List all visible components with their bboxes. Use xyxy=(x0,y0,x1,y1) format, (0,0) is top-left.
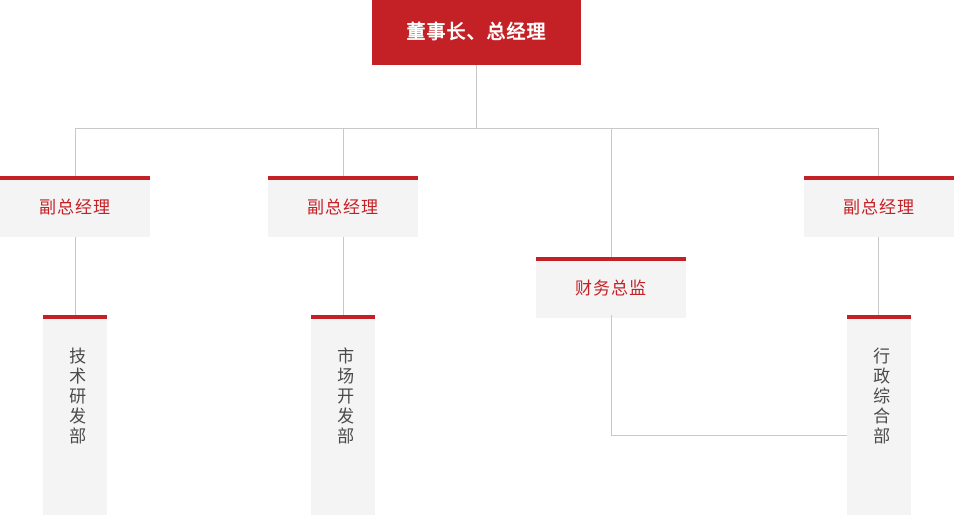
node-administrative-department[interactable]: 行政综合部 xyxy=(847,315,911,515)
connector-stem-deputy-3-to-dept xyxy=(878,237,879,315)
connector-stem-deputy-1-to-dept xyxy=(75,237,76,315)
node-financial-director-label: 财务总监 xyxy=(575,279,647,299)
node-deputy-general-manager-3[interactable]: 副总经理 xyxy=(804,176,954,237)
node-financial-director[interactable]: 财务总监 xyxy=(536,257,686,318)
node-administrative-department-label: 行政综合部 xyxy=(869,347,890,447)
connector-financial-director-to-admin-dept xyxy=(611,435,850,436)
node-technology-rnd-department[interactable]: 技术研发部 xyxy=(43,315,107,515)
node-chairman-general-manager-label: 董事长、总经理 xyxy=(406,21,547,43)
connector-top-stem xyxy=(476,65,477,128)
connector-drop-branch-4 xyxy=(878,128,879,176)
connector-drop-branch-3 xyxy=(611,128,612,257)
node-technology-rnd-department-label: 技术研发部 xyxy=(65,347,86,447)
node-deputy-general-manager-2-label: 副总经理 xyxy=(307,198,379,218)
node-deputy-general-manager-2[interactable]: 副总经理 xyxy=(268,176,418,237)
node-deputy-general-manager-1-label: 副总经理 xyxy=(39,198,111,218)
node-chairman-general-manager[interactable]: 董事长、总经理 xyxy=(372,0,581,65)
node-market-development-department-label: 市场开发部 xyxy=(333,347,354,447)
node-deputy-general-manager-3-label: 副总经理 xyxy=(843,198,915,218)
connector-financial-director-stem xyxy=(611,315,612,436)
node-market-development-department[interactable]: 市场开发部 xyxy=(311,315,375,515)
connector-stem-deputy-2-to-dept xyxy=(343,237,344,315)
connector-horizontal-bus xyxy=(75,128,879,129)
connector-drop-branch-2 xyxy=(343,128,344,176)
node-deputy-general-manager-1[interactable]: 副总经理 xyxy=(0,176,150,237)
connector-drop-branch-1 xyxy=(75,128,76,176)
